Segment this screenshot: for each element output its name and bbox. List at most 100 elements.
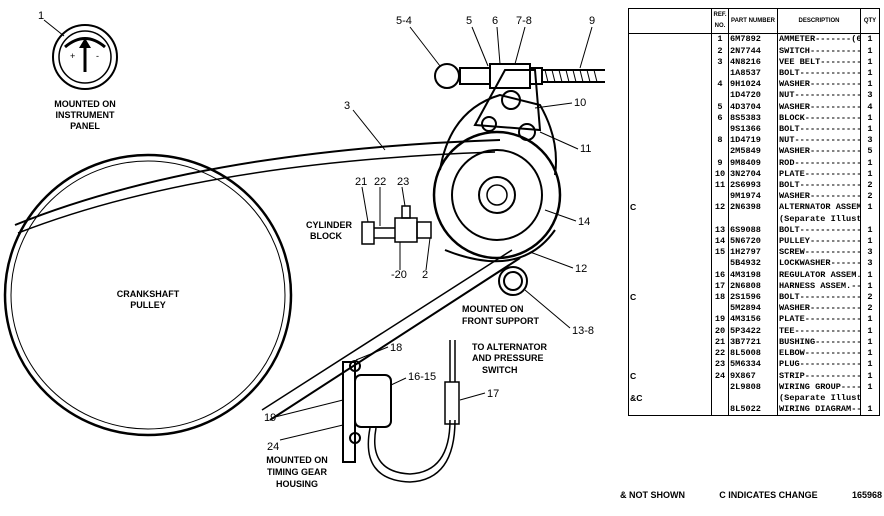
part-number: 5M6334: [728, 359, 778, 371]
alternator-wire-label-1: TO ALTERNATOR: [472, 342, 547, 352]
crankshaft-label-1: CRANKSHAFT: [117, 289, 180, 299]
change-flag: [628, 381, 712, 393]
description: WASHER------------------------: [777, 146, 861, 158]
part-number: 3B7721: [728, 336, 778, 349]
part-number: 9M1974: [728, 191, 778, 203]
quantity: [860, 213, 880, 225]
part-header: PART NUMBER: [728, 7, 778, 35]
description: BUSHING-----------------------: [777, 336, 861, 349]
callout-5: 5: [466, 15, 472, 27]
ref-number: 13: [711, 224, 729, 237]
crankshaft-label-2: PULLEY: [130, 300, 166, 310]
alternator-wire-label-3: SWITCH: [482, 365, 518, 375]
part-number: 9S1366: [728, 124, 778, 136]
cylinder-label-1: CYLINDER: [306, 220, 353, 230]
quantity: 1: [860, 124, 880, 136]
part-number: [728, 213, 778, 225]
callout-5-4: 5-4: [396, 15, 412, 27]
description: VEE BELT----------------------: [777, 56, 861, 69]
ref-number: 20: [711, 325, 729, 337]
change-flag: [628, 258, 712, 270]
callout-13-8: 13-8: [572, 325, 594, 337]
change-flag: [628, 68, 712, 80]
ref-number: 22: [711, 348, 729, 360]
description: BLOCK-------------------------: [777, 112, 861, 125]
change-flag: [628, 224, 712, 237]
panel-label-1: MOUNTED ON: [54, 99, 116, 109]
description: WASHER------------------------: [777, 303, 861, 315]
quantity: 2: [860, 303, 880, 315]
quantity: 1: [860, 236, 880, 248]
callout-16-15: 16-15: [408, 371, 436, 383]
part-number: 8L5008: [728, 348, 778, 360]
quantity: 1: [860, 224, 880, 237]
description: TEE---------------------------: [777, 325, 861, 337]
ref-number: 19: [711, 314, 729, 326]
quantity: 1: [860, 336, 880, 349]
quantity: 2: [860, 292, 880, 304]
ref-number: [711, 303, 729, 315]
description: BOLT--------------------------: [777, 180, 861, 192]
description: WASHER------------------------: [777, 79, 861, 91]
quantity: 1: [860, 56, 880, 69]
ref-number: 23: [711, 359, 729, 371]
callout-11: 11: [580, 143, 591, 155]
part-number: 1D4719: [728, 135, 778, 147]
timing-label-3: HOUSING: [276, 479, 318, 489]
description: BOLT--------------------------: [777, 68, 861, 80]
panel-label-3: PANEL: [70, 121, 100, 131]
not-shown-note: & NOT SHOWN: [620, 490, 685, 500]
callout-7-8: 7-8: [516, 15, 532, 27]
part-number: 1D4720: [728, 90, 778, 102]
ref-number: [711, 213, 729, 225]
change-flag: [628, 336, 712, 349]
description: HARNESS ASSEM.----------------: [777, 280, 861, 293]
cylinder-label-2: BLOCK: [310, 231, 342, 241]
change-flag: [628, 56, 712, 69]
quantity: [860, 392, 880, 405]
quantity: 2: [860, 180, 880, 192]
table-footer: & NOT SHOWN C INDICATES CHANGE 165968: [620, 490, 882, 500]
description: PLATE-------------------------: [777, 314, 861, 326]
description: PLATE-------------------------: [777, 168, 861, 181]
callout-1: 1: [38, 10, 44, 22]
ref-number: 9: [711, 157, 729, 169]
ref-number: [711, 68, 729, 80]
ref-number: [711, 146, 729, 158]
description: STRIP-------------------------: [777, 370, 861, 382]
part-number: 1A8537: [728, 68, 778, 80]
part-number: 8S5383: [728, 112, 778, 125]
part-number: 5P3422: [728, 325, 778, 337]
part-number: 3N2704: [728, 168, 778, 181]
description: NUT---------------------------: [777, 90, 861, 102]
quantity: 1: [860, 359, 880, 371]
ref-number: [711, 404, 729, 417]
ref-number: 15: [711, 247, 729, 259]
change-flag: [628, 348, 712, 360]
callout-23: 23: [397, 176, 409, 188]
description: WASHER------------------------: [777, 191, 861, 203]
panel-label-2: INSTRUMENT: [56, 110, 115, 120]
ref-number: 4: [711, 79, 729, 91]
change-flag: [628, 359, 712, 371]
description: (Separate Illustration): [777, 392, 861, 405]
part-number: 2N6398: [728, 202, 778, 214]
part-number: 2M5849: [728, 146, 778, 158]
quantity: 1: [860, 33, 880, 46]
change-flag: [628, 157, 712, 169]
part-number: 9M8409: [728, 157, 778, 169]
change-flag: &C: [628, 392, 712, 405]
